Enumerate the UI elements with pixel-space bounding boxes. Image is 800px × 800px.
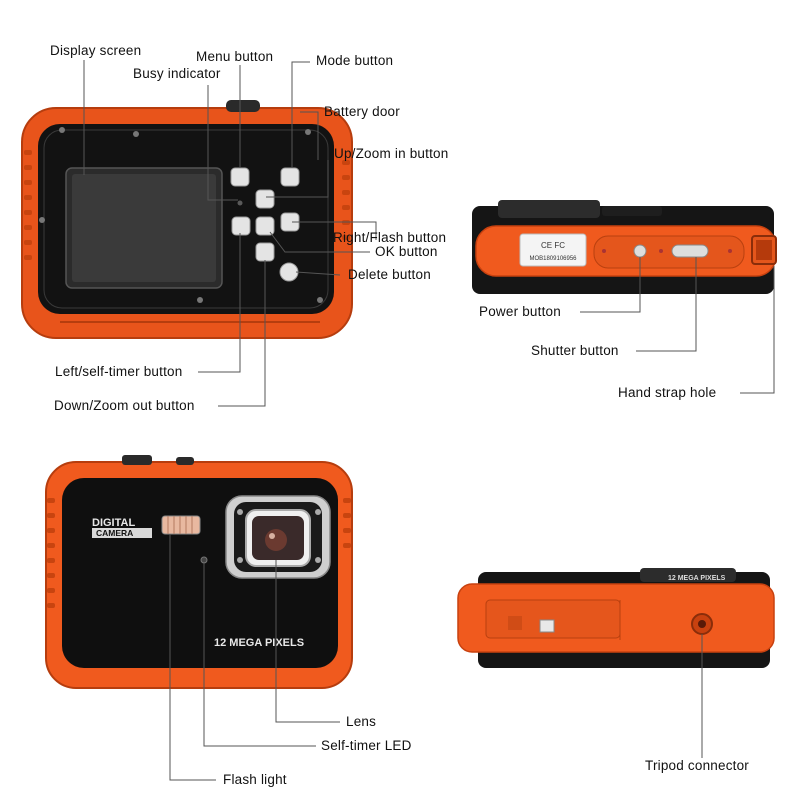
label-battery-door: Battery door [324,104,400,119]
label-down-zoom-out-button: Down/Zoom out button [54,398,195,413]
label-flash-light: Flash light [223,772,287,787]
up-button-shape[interactable] [255,189,275,209]
camera-front-view: DIGITAL CAMERA 12 MEGA PIXELS [45,455,353,689]
camera-bottom-view: 12 MEGA PIXELS [457,568,775,668]
ok-button-shape[interactable] [255,216,275,236]
left-button-shape[interactable] [231,216,251,236]
front-leader-lines [169,534,340,781]
camera-back-view [21,100,353,339]
label-delete-button: Delete button [348,267,431,282]
shutter-button-shape[interactable] [671,244,709,258]
down-button-shape[interactable] [255,242,275,262]
side-leader-lines [580,257,775,394]
label-power-button: Power button [479,304,561,319]
label-left-self-timer-button: Left/self-timer button [55,364,183,379]
camera-side-view: CE FC MOB1809106956 [472,200,777,294]
model-text: MOB1809106956 [529,256,577,262]
label-tripod-connector: Tripod connector [645,758,750,773]
label-shutter-button: Shutter button [531,343,619,358]
svg-text:CE FC: CE FC [541,241,565,250]
busy-indicator-light [237,200,243,206]
power-button-shape[interactable] [633,244,647,258]
label-lens: Lens [346,714,377,729]
menu-button-shape[interactable] [230,167,250,187]
flash-light-shape [161,515,201,535]
megapixels-print: 12 MEGA PIXELS [214,637,304,649]
self-timer-led-shape [200,556,208,564]
label-ok-button: OK button [375,244,438,259]
back-leader-lines [83,60,377,407]
digital-print: DIGITAL [92,517,135,529]
label-display-screen: Display screen [50,43,142,58]
label-self-timer-led: Self-timer LED [321,738,412,753]
mode-button-shape[interactable] [280,167,300,187]
label-busy-indicator: Busy indicator [133,66,221,81]
delete-button-shape[interactable] [279,262,299,282]
label-right-flash-button: Right/Flash button [333,230,447,245]
label-hand-strap-hole: Hand strap hole [618,385,717,400]
label-mode-button: Mode button [316,53,394,68]
label-up-zoom-in-button: Up/Zoom in button [334,146,449,161]
label-menu-button: Menu button [196,49,274,64]
top-megapixels-print: 12 MEGA PIXELS [668,575,726,582]
camera-print: CAMERA [96,528,133,538]
